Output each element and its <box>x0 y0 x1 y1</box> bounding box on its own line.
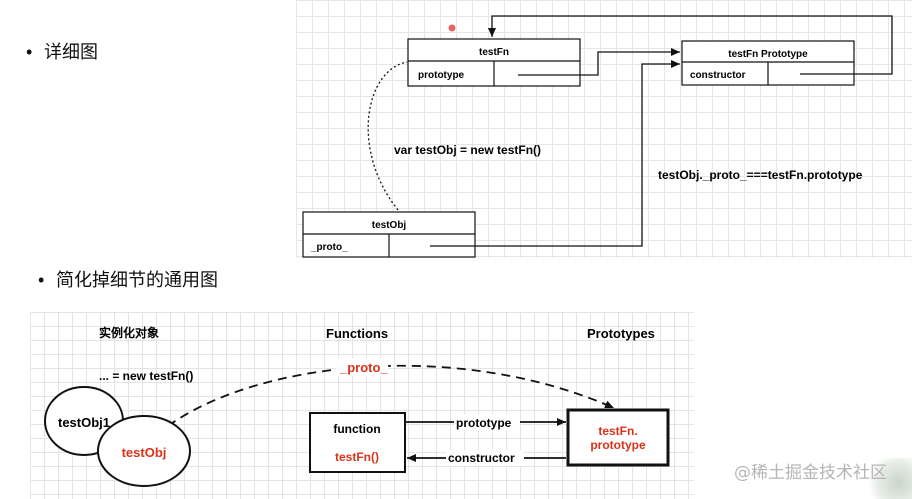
prototype-box-title: testFn Prototype <box>728 49 808 60</box>
bullet-dot: • <box>26 42 33 62</box>
equality-label: testObj._proto_===testFn.prototype <box>658 168 863 182</box>
prototype-arrow <box>518 48 680 76</box>
bullet-simplified: • 简化掉细节的通用图 <box>38 266 218 292</box>
instance-testobj-label: testObj <box>122 445 167 460</box>
prototype-box-field: constructor <box>690 70 746 81</box>
bullet-detail: • 详细图 <box>26 38 98 64</box>
new-dotted-link <box>367 61 408 211</box>
prototype-object-line2: prototype <box>590 438 646 452</box>
new-label: var testObj = new testFn() <box>394 143 541 157</box>
prototype-box: testFn Prototype constructor <box>681 40 855 86</box>
instance-testobj1-label: testObj1 <box>58 415 110 430</box>
watermark: @稀土掘金技术社区 <box>734 463 887 483</box>
constructor-arrow <box>488 15 893 75</box>
bullet-dot: • <box>38 270 45 290</box>
bullet-simplified-text: 简化掉细节的通用图 <box>56 270 218 290</box>
testfn-box-field: prototype <box>418 70 465 81</box>
header-prototypes: Prototypes <box>587 326 655 341</box>
corner-decoration <box>866 458 912 499</box>
simple-new-label: ... = new testFn() <box>99 369 193 383</box>
bullet-detail-text: 详细图 <box>44 42 98 62</box>
proto-arrow <box>430 60 680 247</box>
prototype-object-line1: testFn. <box>598 424 637 438</box>
proto-label: _proto_ <box>339 360 388 375</box>
function-box-line1: function <box>333 422 380 436</box>
simple-prototype-arrow-label: prototype <box>456 416 512 430</box>
testobj-box-field: _proto_ <box>310 242 348 253</box>
testobj-box-title: testObj <box>372 220 407 231</box>
header-functions: Functions <box>326 326 388 341</box>
function-box <box>309 412 406 473</box>
instance-testobj <box>97 415 191 487</box>
function-box-line2: testFn() <box>335 450 379 464</box>
prototype-object-box <box>566 408 670 467</box>
simple-constructor-arrow-label: constructor <box>448 451 515 465</box>
testobj-box: testObj _proto_ <box>302 211 476 258</box>
testfn-box-title: testFn <box>479 47 509 58</box>
header-instances: 实例化对象 <box>99 325 159 340</box>
pointer-dot <box>448 24 456 32</box>
testfn-box: testFn prototype <box>407 38 581 87</box>
